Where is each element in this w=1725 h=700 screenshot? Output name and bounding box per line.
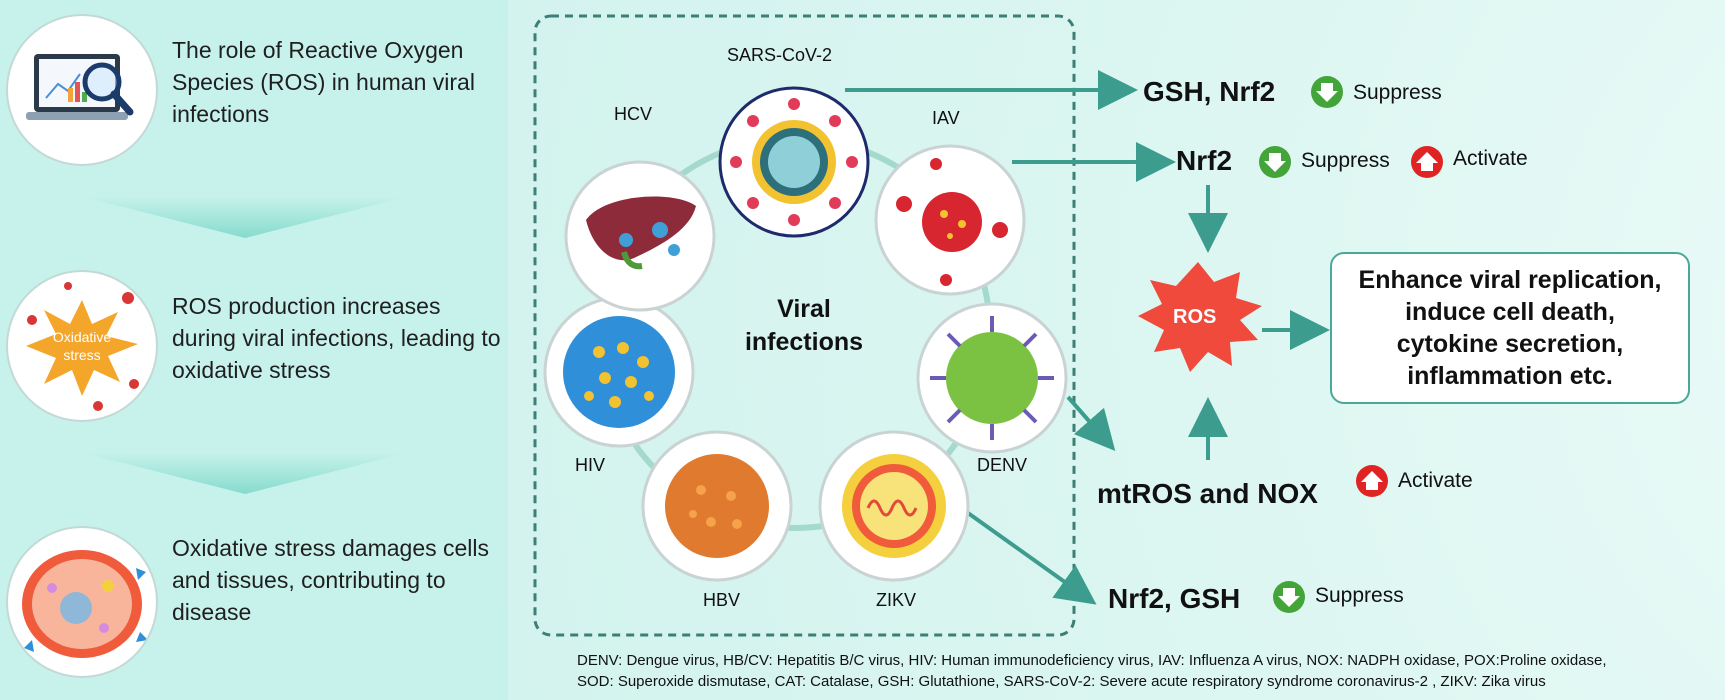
effect-3-target: mtROS and NOX <box>1097 478 1318 509</box>
outcome-line-2: induce cell death, <box>1405 298 1615 326</box>
virus-label-hiv: HIV <box>575 455 606 475</box>
virus-label-iav: IAV <box>932 108 960 128</box>
hiv-virus-icon <box>543 296 695 448</box>
oxidative-stress-badge-line1: Oxidative <box>53 329 112 345</box>
virus-label-hcv: HCV <box>614 104 653 124</box>
denv-circle <box>916 302 1068 459</box>
step-3-text: Oxidative stress damages cells and tissu… <box>172 535 490 625</box>
sars-cov-2-virus-icon <box>718 86 870 238</box>
activate-arrow-up-icon <box>1411 146 1443 178</box>
hbv-circle <box>641 430 793 587</box>
step-2: Oxidative stress ROS production increase… <box>0 270 508 422</box>
ros-burst-icon <box>1138 262 1262 372</box>
zikv-virus-icon <box>818 430 970 582</box>
denv-virus-icon <box>916 302 1068 454</box>
hiv-circle <box>543 296 695 453</box>
chevron-down-icon <box>80 196 410 238</box>
damaged-cell-icon <box>6 526 158 678</box>
sars-cov-2-circle <box>718 86 870 243</box>
outcome-line-3: cytokine secretion, <box>1396 330 1624 358</box>
oxidative-stress-badge-line2: stress <box>63 347 100 363</box>
step-1-text: The role of Reactive Oxygen Species (ROS… <box>172 37 475 127</box>
iav-circle <box>874 144 1026 301</box>
outcome-line-4: inflammation etc. <box>1407 362 1613 390</box>
suppress-arrow-down-icon <box>1311 76 1343 108</box>
hcv-circle <box>564 160 716 317</box>
iav-virus-icon <box>874 144 1026 296</box>
virus-label-zikv: ZIKV <box>876 590 917 610</box>
legend-line-2: SOD: Superoxide dismutase, CAT: Catalase… <box>577 673 1546 690</box>
effect-1-target: GSH, Nrf2 <box>1143 76 1276 107</box>
viral-infections-title: Viral infections <box>744 295 864 356</box>
oxidative-stress-icon: Oxidative stress <box>6 270 158 422</box>
virus-label-hbv: HBV <box>703 590 741 610</box>
effect-2-target: Nrf2 <box>1176 145 1233 176</box>
virus-label-denv: DENV <box>977 455 1028 475</box>
outcome-line-1: Enhance viral replication, <box>1358 266 1662 294</box>
effect-3-action: Activate <box>1398 469 1473 492</box>
activate-arrow-up-icon <box>1356 465 1388 497</box>
step-3: Oxidative stress damages cells and tissu… <box>0 526 508 678</box>
hbv-virus-icon <box>641 430 793 582</box>
ros-label: ROS <box>1173 306 1217 328</box>
virus-label-sars-cov-2: SARS-CoV-2 <box>727 45 833 65</box>
step-2-text: ROS production increases during viral in… <box>172 293 501 383</box>
effect-1-action: Suppress <box>1353 81 1442 104</box>
effect-4-action: Suppress <box>1315 584 1404 607</box>
step-1: The role of Reactive Oxygen Species (ROS… <box>0 14 508 166</box>
outcome-box: Enhance viral replication, induce cell d… <box>1330 252 1690 404</box>
hcv-liver-icon <box>564 160 716 312</box>
effect-4-target: Nrf2, GSH <box>1108 583 1241 614</box>
effect-2-action-2: Activate <box>1453 147 1528 170</box>
legend-line-1: DENV: Dengue virus, HB/CV: Hepatitis B/C… <box>577 652 1607 669</box>
chevron-down-icon <box>80 452 410 494</box>
suppress-arrow-down-icon <box>1273 581 1305 613</box>
suppress-arrow-down-icon <box>1259 146 1291 178</box>
laptop-magnifier-icon <box>6 14 158 166</box>
zikv-circle <box>818 430 970 587</box>
effect-2-action-1: Suppress <box>1301 149 1390 172</box>
